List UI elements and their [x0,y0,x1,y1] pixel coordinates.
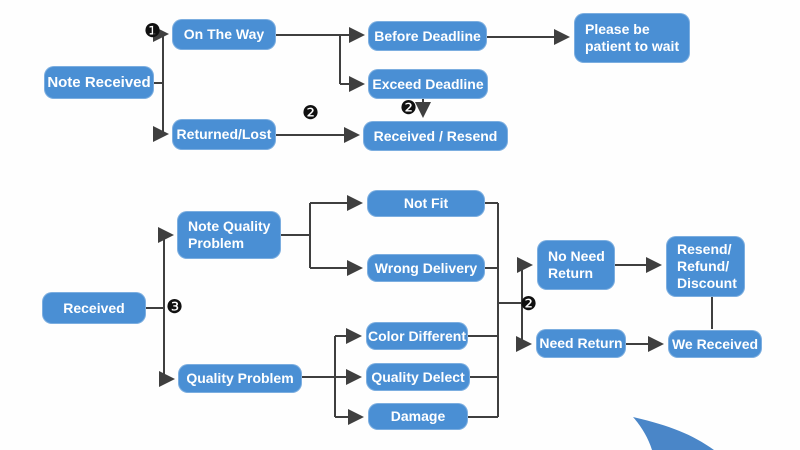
step-marker-2: ❷ [302,103,320,124]
step-marker-1: ❶ [144,21,162,42]
node-not-fit: Not Fit [367,190,485,217]
node-on-the-way: On The Way [172,19,276,50]
step-marker-2: ❷ [400,98,418,119]
node-wrong-delivery: Wrong Delivery [367,254,485,282]
node-quality-delect: Quality Delect [366,363,470,391]
swoosh-decoration [633,417,714,450]
node-note-received: Note Received [44,66,154,99]
node-resend-refund-discount: Resend/ Refund/ Discount [666,236,745,297]
node-before-deadline: Before Deadline [368,21,487,51]
node-quality-problem: Quality Problem [178,364,302,393]
node-exceed-deadline: Exceed Deadline [368,69,488,99]
node-damage: Damage [368,403,468,430]
node-please-wait: Please be patient to wait [574,13,690,63]
node-no-need-return: No Need Return [537,240,615,290]
step-marker-2: ❷ [520,294,538,315]
node-need-return: Need Return [536,329,626,358]
step-marker-3: ❸ [166,297,184,318]
node-returned-lost: Returned/Lost [172,119,276,150]
node-note-quality-problem: Note Quality Problem [177,211,281,259]
node-color-different: Color Different [366,322,468,350]
node-received: Received [42,292,146,324]
node-received-resend: Received / Resend [363,121,508,151]
node-we-received: We Received [668,330,762,358]
